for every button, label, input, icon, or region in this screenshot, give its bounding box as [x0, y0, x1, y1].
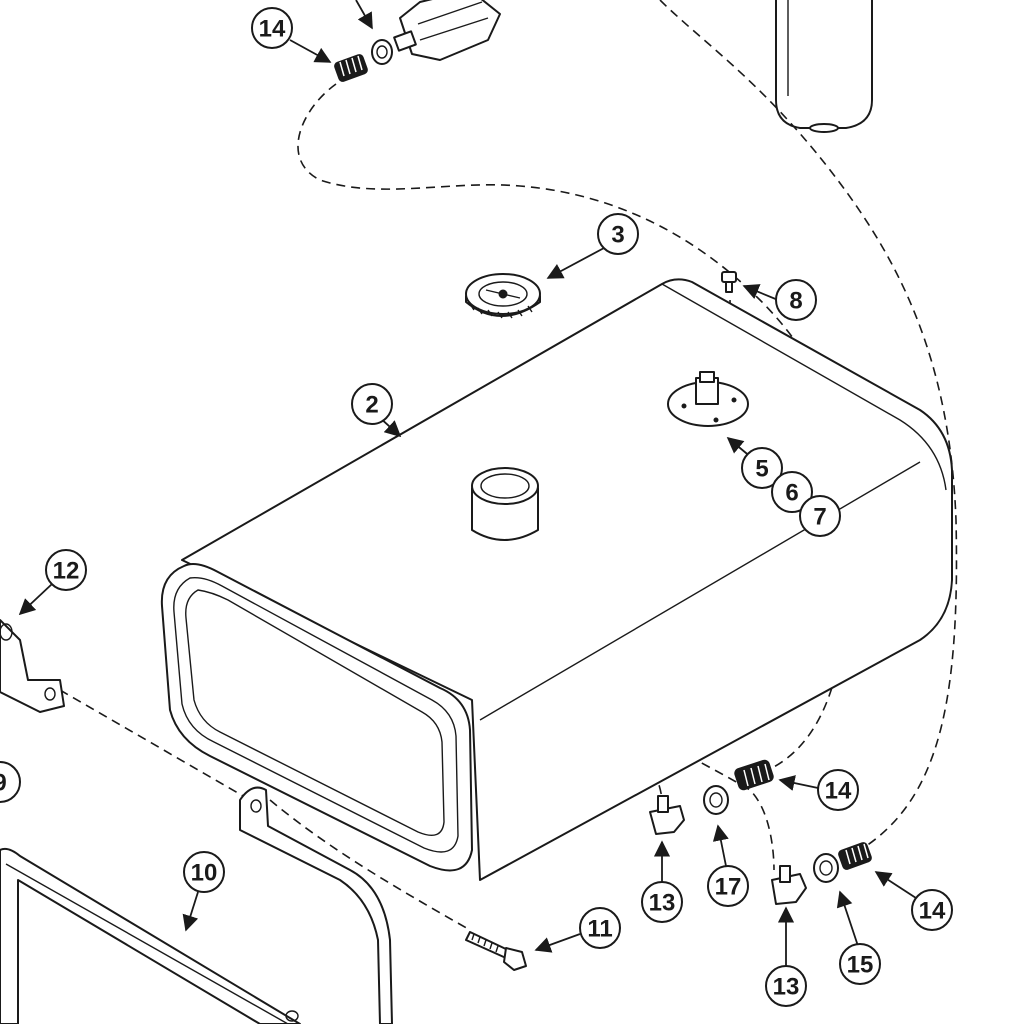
callout-11: 11 — [579, 907, 621, 949]
callout-5: 5 — [741, 447, 783, 489]
callout-bubble — [0, 761, 21, 803]
mounting-bracket — [0, 619, 65, 713]
callout-15: 15 — [839, 943, 881, 985]
callout-bubble — [911, 889, 953, 931]
callout-10: 10 — [183, 851, 225, 893]
callout-bubble — [817, 769, 859, 811]
leader-arrows — [18, 0, 917, 966]
callout-number: 14 — [825, 778, 852, 805]
fuel-sending-unit — [667, 371, 749, 427]
hose-clamp-top — [371, 39, 393, 65]
callout-6: 6 — [771, 471, 813, 513]
hose-clamp-17 — [703, 785, 729, 815]
sending-unit-screw — [721, 271, 737, 293]
callout-number: 2 — [365, 392, 378, 419]
callout-number: 9 — [0, 770, 7, 797]
callout-13: 13 — [765, 965, 807, 1007]
tank-frame — [0, 847, 301, 1024]
callout-number: 11 — [587, 916, 612, 943]
elbow-fitting-left — [649, 795, 685, 835]
callout-number: 14 — [919, 898, 946, 925]
callout-number: 13 — [649, 890, 676, 917]
fuel-filter — [393, 0, 501, 61]
callout-bubble — [251, 7, 293, 49]
fuel-hose-top — [334, 54, 368, 82]
callout-14: 14 — [817, 769, 859, 811]
callout-group: 14 3 8 2 567 12 9 14 14 10 13 17 11 13 15 — [0, 7, 953, 1007]
callout-number: 14 — [259, 16, 286, 43]
callout-number: 6 — [785, 480, 798, 507]
fuel-hose-lower — [838, 842, 872, 870]
filler-neck — [471, 467, 539, 541]
callout-8: 8 — [775, 279, 817, 321]
callout-7: 7 — [799, 495, 841, 537]
callout-bubble — [839, 943, 881, 985]
callout-14: 14 — [911, 889, 953, 931]
callout-number: 8 — [789, 288, 802, 315]
callout-number: 10 — [191, 860, 218, 887]
callout-9: 9 — [0, 761, 21, 803]
callout-number: 17 — [715, 874, 742, 901]
callout-bubble — [351, 383, 393, 425]
canister — [775, 0, 873, 133]
callout-number: 5 — [755, 456, 768, 483]
elbow-fitting-right — [771, 865, 807, 905]
callout-13: 13 — [641, 881, 683, 923]
callout-2: 2 — [351, 383, 393, 425]
callout-3: 3 — [597, 213, 639, 255]
mounting-bolt — [465, 931, 527, 971]
callout-bubble — [579, 907, 621, 949]
callout-bubble — [597, 213, 639, 255]
callout-bubble — [741, 447, 783, 489]
callout-number: 3 — [611, 222, 624, 249]
callout-bubble — [641, 881, 683, 923]
callout-bubble — [775, 279, 817, 321]
callout-number: 7 — [813, 504, 826, 531]
callout-bubble — [707, 865, 749, 907]
callout-17: 17 — [707, 865, 749, 907]
callout-number: 13 — [773, 974, 800, 1001]
callout-bubble — [183, 851, 225, 893]
callout-bubble — [771, 471, 813, 513]
tank-strap — [239, 786, 393, 1024]
hose-clamp-15 — [813, 853, 839, 883]
fuel-hose-mid — [734, 759, 774, 791]
callout-14: 14 — [251, 7, 293, 49]
fuel-cap — [465, 273, 541, 319]
callout-number: 15 — [847, 952, 874, 979]
callout-12: 12 — [45, 549, 87, 591]
callout-bubble — [45, 549, 87, 591]
fuel-tank — [160, 278, 953, 881]
callout-bubble — [765, 965, 807, 1007]
callout-bubble — [799, 495, 841, 537]
callout-number: 12 — [53, 558, 80, 585]
